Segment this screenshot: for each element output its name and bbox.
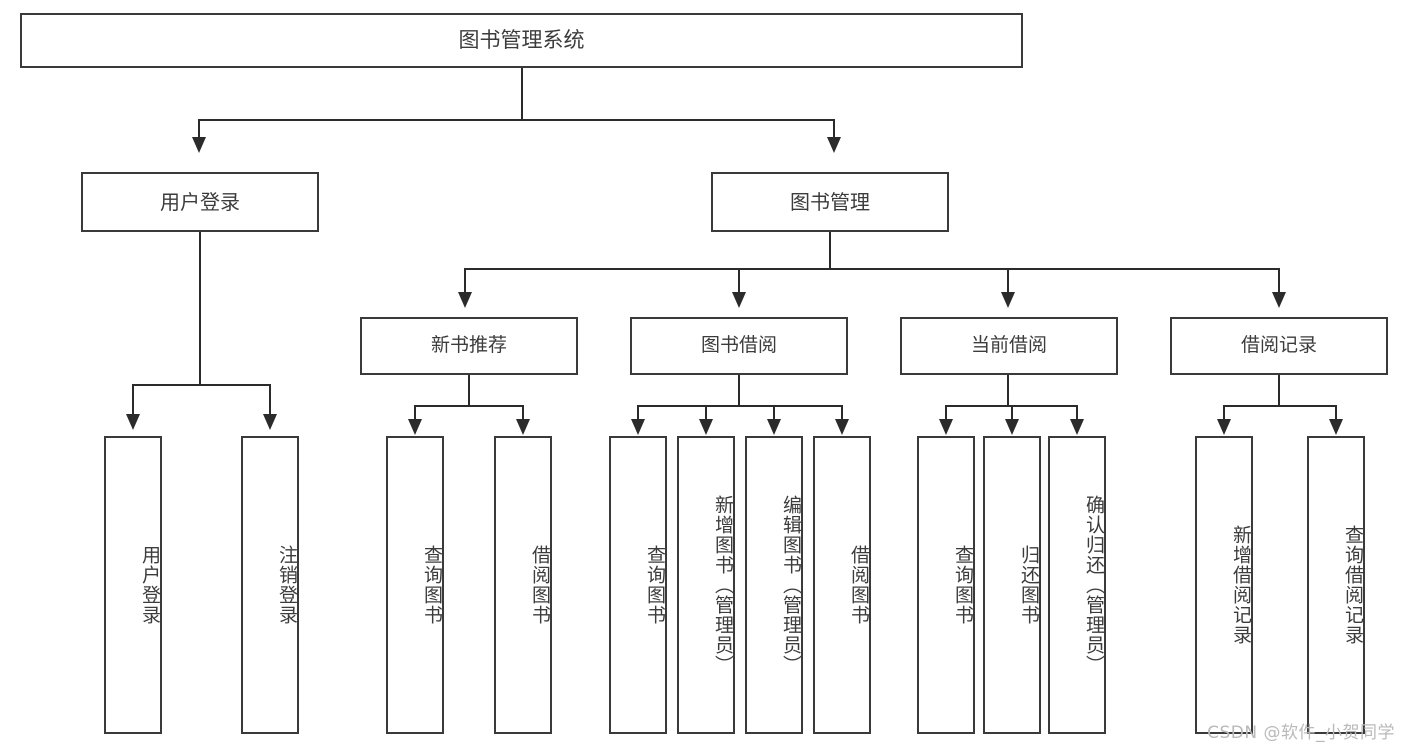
- arrowhead-login-to-leaf1: [126, 414, 140, 430]
- node-label: 用户登录: [139, 545, 161, 625]
- connector-record-stem: [1278, 375, 1280, 406]
- leaf-current-borrow-query[interactable]: 查询图书: [917, 436, 975, 734]
- connector-borrow-to-leaf3: [773, 405, 775, 421]
- node-book-management[interactable]: 图书管理: [711, 172, 949, 232]
- node-label: 新书推荐: [430, 334, 507, 357]
- arrowhead-bookmgmt-to-current: [1001, 292, 1015, 308]
- connector-borrow-stem: [738, 375, 740, 406]
- arrowhead-bookmgmt-to-newbook: [458, 292, 472, 308]
- connector-login-to-leaf1: [132, 384, 134, 416]
- connector-borrow-to-leaf1: [637, 405, 639, 421]
- connector-current-stem: [1007, 375, 1009, 406]
- arrowhead-borrow-to-leaf4: [835, 419, 849, 435]
- connector-current-to-leaf1: [945, 405, 947, 421]
- connector-root-bar: [198, 119, 835, 121]
- connector-bookmgmt-to-current: [1007, 268, 1009, 294]
- leaf-borrow-record-add[interactable]: 新增借阅记录: [1195, 436, 1253, 734]
- connector-bookmgmt-to-newbook: [464, 268, 466, 294]
- node-label: 归还图书: [1018, 545, 1040, 625]
- connector-login-stem: [199, 232, 201, 385]
- connector-bookmgmt-bar: [464, 268, 1280, 270]
- connector-root-to-bookmgmt: [833, 119, 835, 139]
- node-label: 查询图书: [644, 545, 666, 625]
- leaf-book-borrow-add[interactable]: 新增图书（管理员）: [677, 436, 735, 734]
- arrowhead-newbook-to-leaf2: [516, 419, 530, 435]
- leaf-new-book-borrow[interactable]: 借阅图书: [494, 436, 552, 734]
- node-label: 新增图书（管理员）: [712, 495, 734, 675]
- node-user-login[interactable]: 用户登录: [81, 172, 319, 232]
- node-label: 借阅记录: [1240, 334, 1317, 357]
- node-label: 查询图书: [952, 545, 974, 625]
- node-label: 用户登录: [160, 189, 240, 214]
- leaf-user-login-logout[interactable]: 注销登录: [241, 436, 299, 734]
- arrowhead-current-to-leaf2: [1005, 419, 1019, 435]
- node-label: 借阅图书: [848, 545, 870, 625]
- arrowhead-bookmgmt-to-record: [1272, 292, 1286, 308]
- csdn-watermark: CSDN @软件_小贺同学: [1207, 723, 1395, 743]
- arrowhead-root-to-bookmgmt: [827, 137, 841, 153]
- node-label: 当前借阅: [970, 334, 1047, 357]
- arrowhead-borrow-to-leaf2: [699, 419, 713, 435]
- node-book-borrow[interactable]: 图书借阅: [630, 317, 848, 375]
- connector-newbook-bar: [414, 405, 524, 407]
- node-borrow-record[interactable]: 借阅记录: [1170, 317, 1388, 375]
- connector-bookmgmt-stem: [829, 232, 831, 269]
- arrowhead-login-to-leaf2: [263, 414, 277, 430]
- connector-borrow-to-leaf4: [841, 405, 843, 421]
- connector-borrow-bar: [637, 405, 841, 407]
- connector-current-to-leaf3: [1076, 405, 1078, 421]
- arrowhead-borrow-to-leaf3: [767, 419, 781, 435]
- leaf-current-borrow-confirm-return[interactable]: 确认归还（管理员）: [1048, 436, 1106, 734]
- connector-root-to-login: [198, 119, 200, 139]
- node-label: 图书借阅: [700, 334, 777, 357]
- node-root-system[interactable]: 图书管理系统: [20, 13, 1023, 68]
- arrowhead-bookmgmt-to-borrow: [732, 292, 746, 308]
- connector-borrow-to-leaf2: [705, 405, 707, 421]
- leaf-new-book-query[interactable]: 查询图书: [386, 436, 444, 734]
- connector-login-to-leaf2: [269, 384, 271, 416]
- node-current-borrow[interactable]: 当前借阅: [900, 317, 1118, 375]
- connector-bookmgmt-to-record: [1278, 268, 1280, 294]
- arrowhead-current-to-leaf3: [1070, 419, 1084, 435]
- arrowhead-record-to-leaf1: [1217, 419, 1231, 435]
- arrowhead-borrow-to-leaf1: [631, 419, 645, 435]
- connector-record-bar: [1223, 405, 1335, 407]
- node-label: 查询图书: [421, 545, 443, 625]
- connector-newbook-to-leaf1: [414, 405, 416, 421]
- connector-newbook-to-leaf2: [522, 405, 524, 421]
- node-label: 查询借阅记录: [1342, 525, 1364, 645]
- arrowhead-record-to-leaf2: [1329, 419, 1343, 435]
- arrowhead-newbook-to-leaf1: [408, 419, 422, 435]
- leaf-user-login-login[interactable]: 用户登录: [104, 436, 162, 734]
- leaf-book-borrow-edit[interactable]: 编辑图书（管理员）: [745, 436, 803, 734]
- arrowhead-root-to-login: [192, 137, 206, 153]
- connector-newbook-stem: [468, 375, 470, 406]
- leaf-current-borrow-return[interactable]: 归还图书: [983, 436, 1041, 734]
- node-label: 编辑图书（管理员）: [780, 495, 802, 675]
- connector-current-to-leaf2: [1011, 405, 1013, 421]
- node-label: 图书管理: [790, 189, 870, 214]
- leaf-book-borrow-query[interactable]: 查询图书: [609, 436, 667, 734]
- node-label: 确认归还（管理员）: [1083, 495, 1105, 675]
- node-label: 借阅图书: [529, 545, 551, 625]
- arrowhead-current-to-leaf1: [939, 419, 953, 435]
- node-new-book-recommend[interactable]: 新书推荐: [360, 317, 578, 375]
- node-label: 图书管理系统: [458, 28, 585, 53]
- connector-record-to-leaf1: [1223, 405, 1225, 421]
- node-label: 新增借阅记录: [1230, 525, 1252, 645]
- connector-record-to-leaf2: [1335, 405, 1337, 421]
- connector-bookmgmt-to-borrow: [738, 268, 740, 294]
- leaf-book-borrow-borrow[interactable]: 借阅图书: [813, 436, 871, 734]
- leaf-borrow-record-query[interactable]: 查询借阅记录: [1307, 436, 1365, 734]
- node-label: 注销登录: [276, 545, 298, 625]
- connector-root-stem: [521, 68, 523, 120]
- connector-login-bar: [132, 384, 269, 386]
